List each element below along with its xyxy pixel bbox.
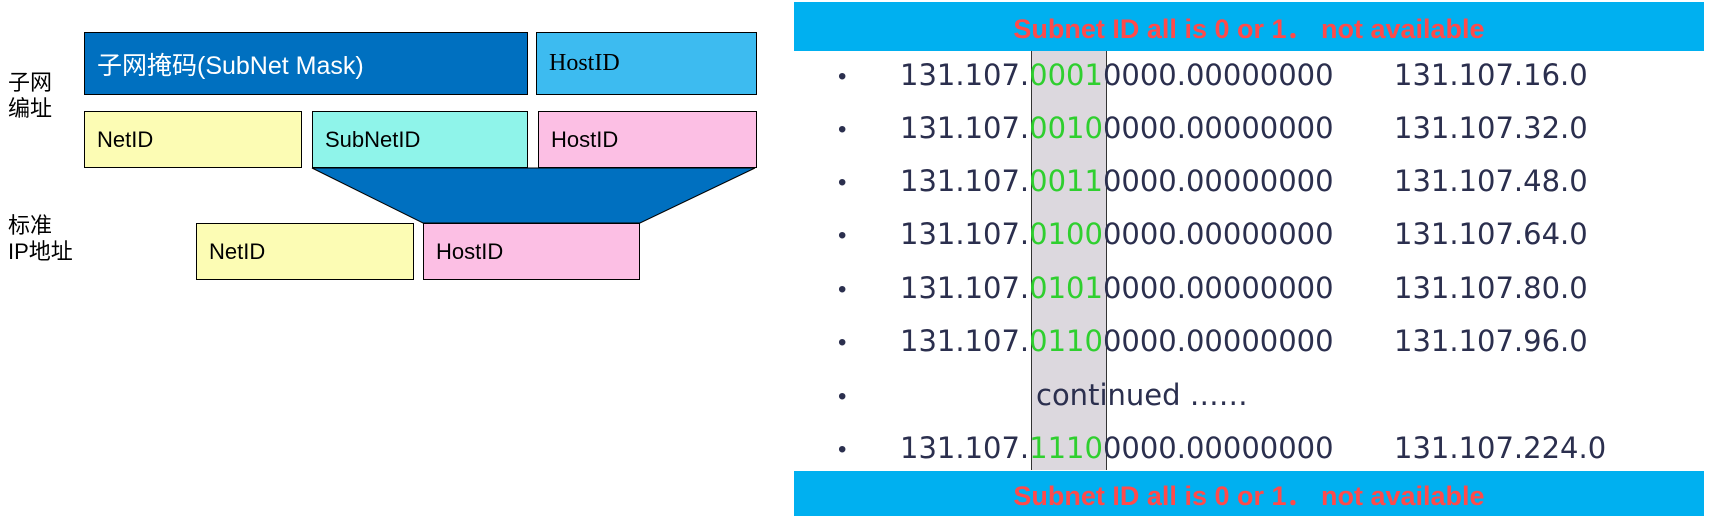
funnel-shape	[311, 167, 756, 224]
ip-prefix: 131.107.	[900, 111, 1030, 145]
ip-prefix: 131.107.	[900, 217, 1030, 251]
subnet-row: 131.107.01000000.00000000	[900, 214, 1334, 254]
subnet-bits: 1110	[1029, 431, 1103, 465]
row-bullet: •	[838, 222, 847, 249]
netid-box: NetID	[84, 111, 302, 168]
subnet-address: 131.107.80.0	[1394, 271, 1588, 305]
subnet-bits: 0100	[1029, 217, 1103, 251]
bottom-banner: Subnet ID all is 0 or 1． not available	[794, 471, 1704, 516]
top-banner: Subnet ID all is 0 or 1． not available	[794, 2, 1704, 51]
ip-prefix: 131.107.	[900, 164, 1030, 198]
row-bullet: •	[838, 329, 847, 356]
mask-hostid-box: HostID	[536, 32, 757, 95]
standard-label-line1: 标准	[8, 213, 53, 238]
ip-prefix: 131.107.	[900, 431, 1030, 465]
subnet-label-line2: 编址	[8, 96, 53, 121]
ip-prefix: 131.107.	[900, 324, 1030, 358]
subnet-row: 131.107.11100000.00000000	[900, 428, 1334, 468]
subnet-mask-box: 子网掩码(SubNet Mask)	[84, 32, 528, 95]
standard-hostid-box: HostID	[423, 223, 640, 280]
ip-prefix: 131.107.	[900, 271, 1030, 305]
subnet-label-line1: 子网	[8, 70, 53, 95]
subnet-row: 131.107.01100000.00000000	[900, 321, 1334, 361]
subnet-address: 131.107.32.0	[1394, 111, 1588, 145]
standard-label-line2: IP地址	[8, 239, 73, 264]
ip-rest-bits: 0000.00000000	[1102, 164, 1334, 198]
standard-ip-label: 标准 IP地址	[8, 213, 73, 265]
ip-prefix: 131.107.	[900, 58, 1030, 92]
subnet-address: 131.107.16.0	[1394, 58, 1588, 92]
subnet-address: 131.107.96.0	[1394, 324, 1588, 358]
subnet-bits: 0101	[1029, 271, 1103, 305]
ip-rest-bits: 0000.00000000	[1102, 324, 1334, 358]
row-bullet: •	[838, 436, 847, 463]
ip-rest-bits: 0000.00000000	[1102, 271, 1334, 305]
continued-text: continued ……	[1036, 378, 1248, 412]
subnet-address: 131.107.48.0	[1394, 164, 1588, 198]
subnet-bits: 0011	[1029, 164, 1103, 198]
hostid-box: HostID	[538, 111, 757, 168]
ip-rest-bits: 0000.00000000	[1102, 431, 1334, 465]
subnet-bits: 0110	[1029, 324, 1103, 358]
row-bullet: •	[838, 169, 847, 196]
row-bullet: •	[838, 116, 847, 143]
subnetid-box: SubNetID	[312, 111, 528, 168]
row-bullet: •	[838, 383, 847, 410]
subnet-addressing-label: 子网 编址	[8, 70, 52, 122]
ip-rest-bits: 0000.00000000	[1102, 217, 1334, 251]
subnet-bits: 0001	[1029, 58, 1103, 92]
ip-rest-bits: 0000.00000000	[1102, 58, 1334, 92]
subnet-row: 131.107.00110000.00000000	[900, 161, 1334, 201]
row-bullet: •	[838, 63, 847, 90]
subnet-address: 131.107.224.0	[1394, 431, 1607, 465]
subnet-row: 131.107.00010000.00000000	[900, 55, 1334, 95]
subnet-row: 131.107.00100000.00000000	[900, 108, 1334, 148]
subnet-bits-highlight-column	[1031, 50, 1107, 470]
standard-netid-box: NetID	[196, 223, 414, 280]
row-bullet: •	[838, 276, 847, 303]
subnet-bits: 0010	[1029, 111, 1103, 145]
subnet-row: 131.107.01010000.00000000	[900, 268, 1334, 308]
subnet-address: 131.107.64.0	[1394, 217, 1588, 251]
ip-rest-bits: 0000.00000000	[1102, 111, 1334, 145]
